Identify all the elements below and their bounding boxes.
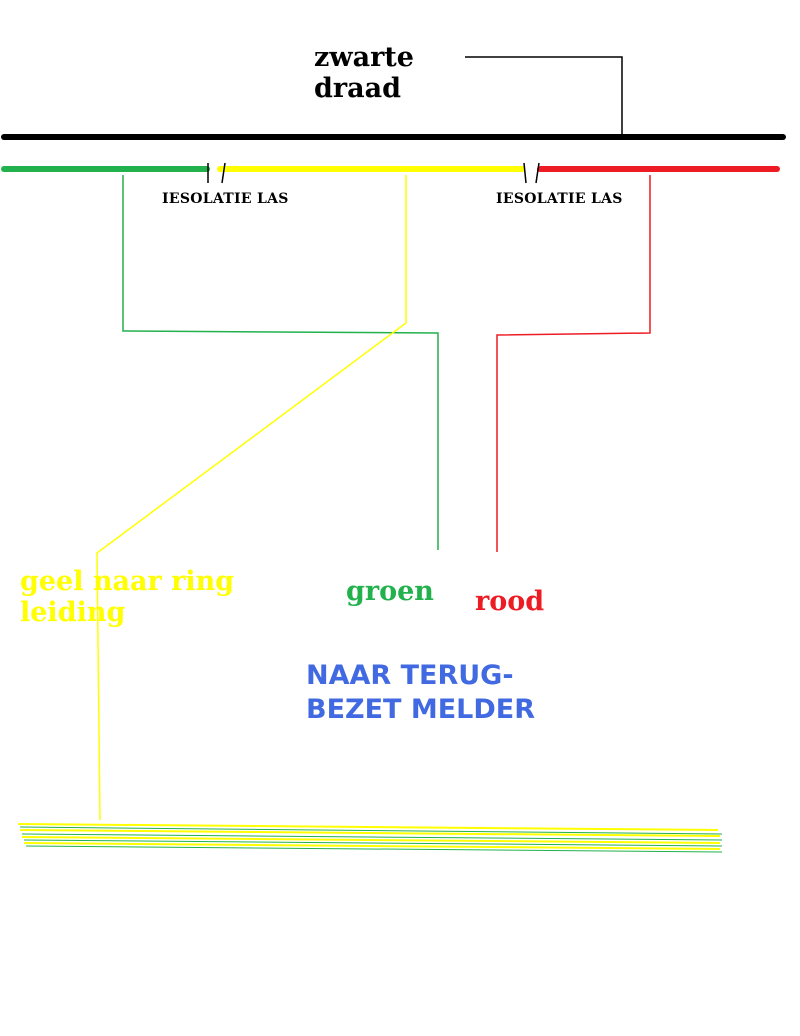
green-lead-label: groen [346, 576, 434, 607]
black-wire-leader [465, 56, 623, 134]
yellow-lead-label: geel naar ring leiding [20, 566, 235, 629]
insulation-joint-right-tick-b [535, 162, 540, 184]
yellow-feeder-wire [96, 175, 407, 821]
insulation-joint-left-tick-b [221, 162, 226, 184]
insulation-joint-left-label: IESOLATIE LAS [162, 191, 289, 207]
black-wire-label: zwarte draad [314, 42, 414, 105]
red-feeder-wire [496, 175, 651, 552]
destination-label: NAAR TERUG-BEZET MELDER [306, 660, 536, 725]
ring-main-bus [17, 823, 723, 853]
insulation-joint-right-label: IESOLATIE LAS [496, 191, 623, 207]
red-lead-label: rood [475, 586, 545, 617]
green-feeder-wire [122, 175, 439, 550]
insulation-joint-right-tick-a [523, 162, 527, 184]
